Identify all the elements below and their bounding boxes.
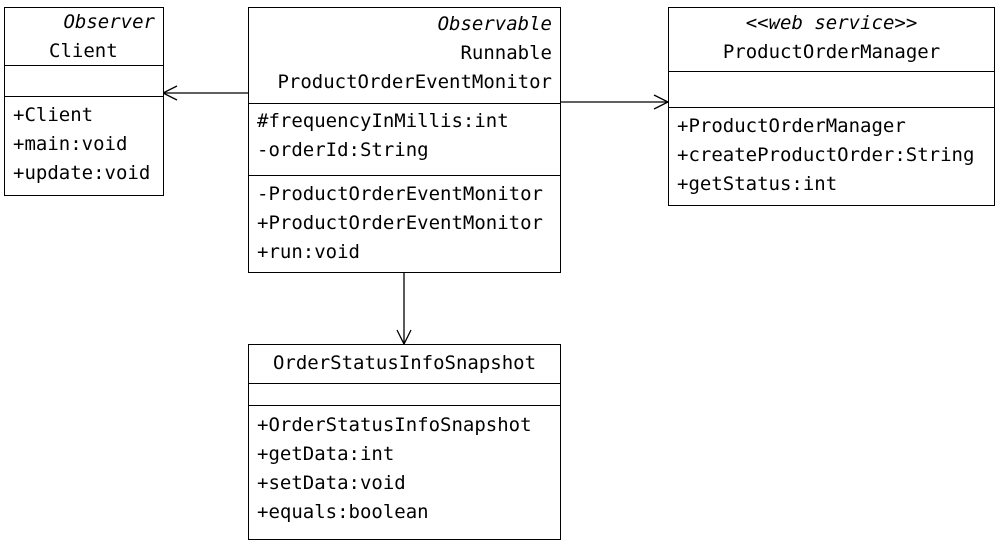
manager-stereotype: <<web service>> <box>745 12 918 34</box>
monitor-attributes: #frequencyInMillis:int -orderId:String <box>249 104 560 176</box>
client-operation: +update:void <box>13 162 151 184</box>
manager-header: <<web service>> ProductOrderManager <box>669 8 994 72</box>
snapshot-operation: +OrderStatusInfoSnapshot <box>257 414 532 436</box>
manager-operation: +getStatus:int <box>677 173 838 195</box>
snapshot-name: OrderStatusInfoSnapshot <box>272 352 537 374</box>
manager-operations: +ProductOrderManager +createProductOrder… <box>669 108 994 199</box>
client-operation: +Client <box>13 104 94 126</box>
monitor-stereotype: Observable <box>437 13 552 35</box>
monitor-operation: +run:void <box>257 241 360 263</box>
monitor-header: Observable Runnable ProductOrderEventMon… <box>249 8 560 104</box>
manager-name: ProductOrderManager <box>722 41 941 63</box>
manager-attributes <box>669 72 994 108</box>
class-client: Observer Client +Client +main:void +upda… <box>4 7 164 196</box>
snapshot-operation: +equals:boolean <box>257 501 429 523</box>
monitor-operations: -ProductOrderEventMonitor +ProductOrderE… <box>249 176 560 267</box>
snapshot-header: OrderStatusInfoSnapshot <box>249 345 560 384</box>
monitor-operation: +ProductOrderEventMonitor <box>257 212 543 234</box>
monitor-operation: -ProductOrderEventMonitor <box>257 183 543 205</box>
client-name: Client <box>49 40 118 62</box>
class-product-order-event-monitor: Observable Runnable ProductOrderEventMon… <box>248 7 561 273</box>
monitor-name: ProductOrderEventMonitor <box>277 71 552 93</box>
client-operations: +Client +main:void +update:void <box>5 97 163 188</box>
client-stereotype: Observer <box>63 11 155 33</box>
snapshot-attributes <box>249 384 560 406</box>
manager-operation: +createProductOrder:String <box>677 144 975 166</box>
monitor-attribute: #frequencyInMillis:int <box>257 110 509 132</box>
class-product-order-manager: <<web service>> ProductOrderManager +Pro… <box>668 7 995 206</box>
manager-operation: +ProductOrderManager <box>677 115 906 137</box>
client-header: Observer Client <box>5 8 163 66</box>
snapshot-operations: +OrderStatusInfoSnapshot +getData:int +s… <box>249 406 560 527</box>
snapshot-operation: +setData:void <box>257 472 406 494</box>
client-attributes <box>5 66 163 97</box>
snapshot-operation: +getData:int <box>257 443 395 465</box>
client-operation: +main:void <box>13 133 128 155</box>
class-order-status-info-snapshot: OrderStatusInfoSnapshot +OrderStatusInfo… <box>248 344 561 540</box>
monitor-attribute: -orderId:String <box>257 139 429 161</box>
monitor-interface: Runnable <box>460 42 552 64</box>
